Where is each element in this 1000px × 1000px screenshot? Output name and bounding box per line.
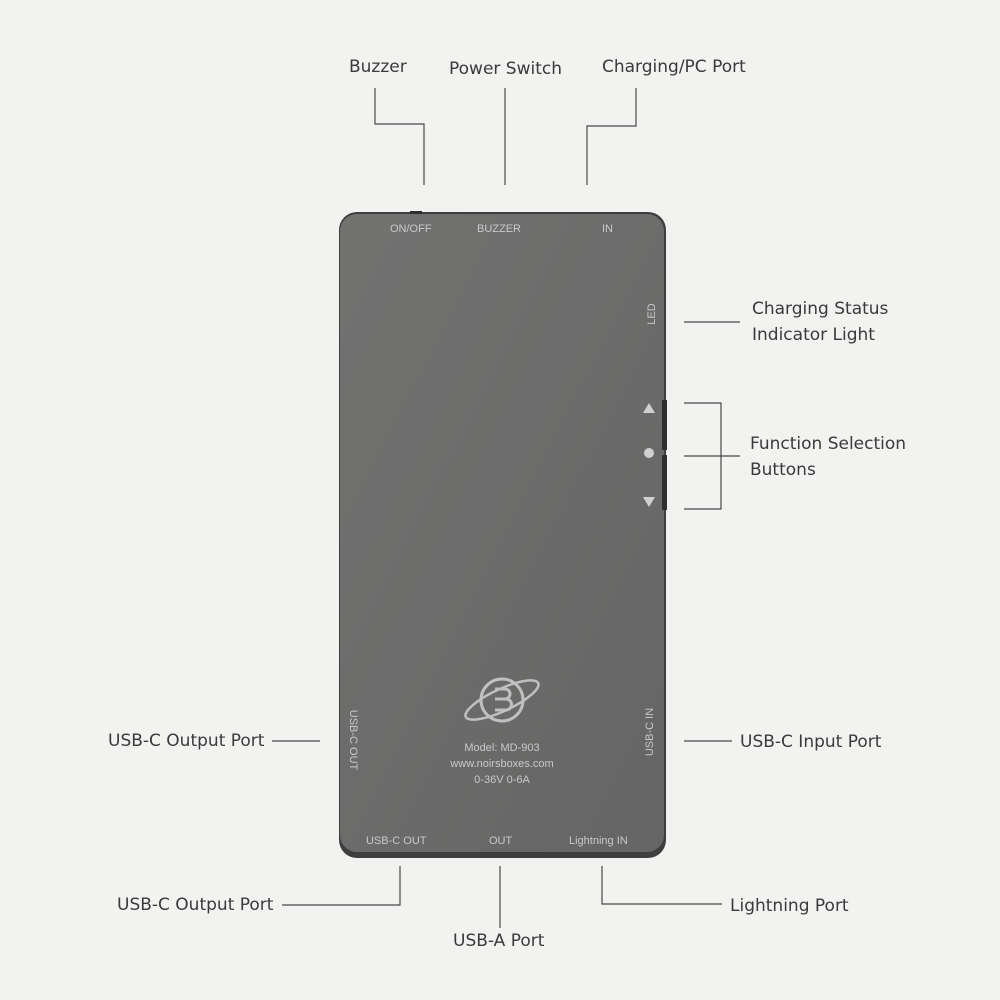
usbc-output-left-callout: USB-C Output Port (108, 731, 265, 751)
power-switch-callout: Power Switch (449, 59, 563, 79)
planet-b-logo-icon (464, 677, 540, 723)
usbc-out-bottom-device-label: USB-C OUT (366, 835, 427, 847)
down-button-edge[interactable] (662, 480, 667, 510)
function-selection-callout-line1: Function Selection (750, 434, 907, 454)
buzzer-callout: Buzzer (349, 57, 407, 77)
usbc-output-bottom-leader (282, 866, 401, 906)
usbc-input-right-callout: USB-C Input Port (740, 732, 882, 752)
led-device-label: LED (646, 303, 658, 325)
on-off-label: ON/OFF (390, 223, 432, 235)
up-button-edge[interactable] (662, 400, 667, 450)
triangle-up-icon (643, 403, 655, 413)
out-device-label: OUT (489, 835, 513, 847)
usba-port-callout: USB-A Port (453, 931, 545, 951)
website-label: www.noirsboxes.com (450, 758, 554, 770)
charging-status-callout-line1: Charging Status (752, 299, 889, 319)
rating-label: 0-36V 0-6A (474, 774, 530, 786)
function-selection-callout-line2: Buttons (750, 460, 816, 480)
lightning-port-callout: Lightning Port (730, 896, 849, 916)
device-body (340, 214, 664, 852)
model-label: Model: MD-903 (464, 742, 540, 754)
buzzer-device-label: BUZZER (477, 223, 521, 235)
charging-status-callout-line2: Indicator Light (752, 325, 875, 345)
usbc-in-device-label: USB-C IN (644, 707, 656, 757)
in-device-label: IN (602, 223, 613, 235)
charging-pc-port-leader (586, 88, 637, 185)
buzzer-leader (374, 88, 425, 185)
power-switch-nub[interactable] (410, 211, 422, 214)
charging-pc-port-callout: Charging/PC Port (602, 57, 746, 77)
triangle-down-icon (643, 497, 655, 507)
lightning-port-leader (601, 866, 722, 905)
lightning-in-device-label: Lightning IN (569, 835, 628, 847)
usbc-out-side-device-label: USB-C OUT (347, 709, 359, 771)
circle-icon (644, 448, 654, 458)
usbc-output-bottom-callout: USB-C Output Port (117, 895, 274, 915)
